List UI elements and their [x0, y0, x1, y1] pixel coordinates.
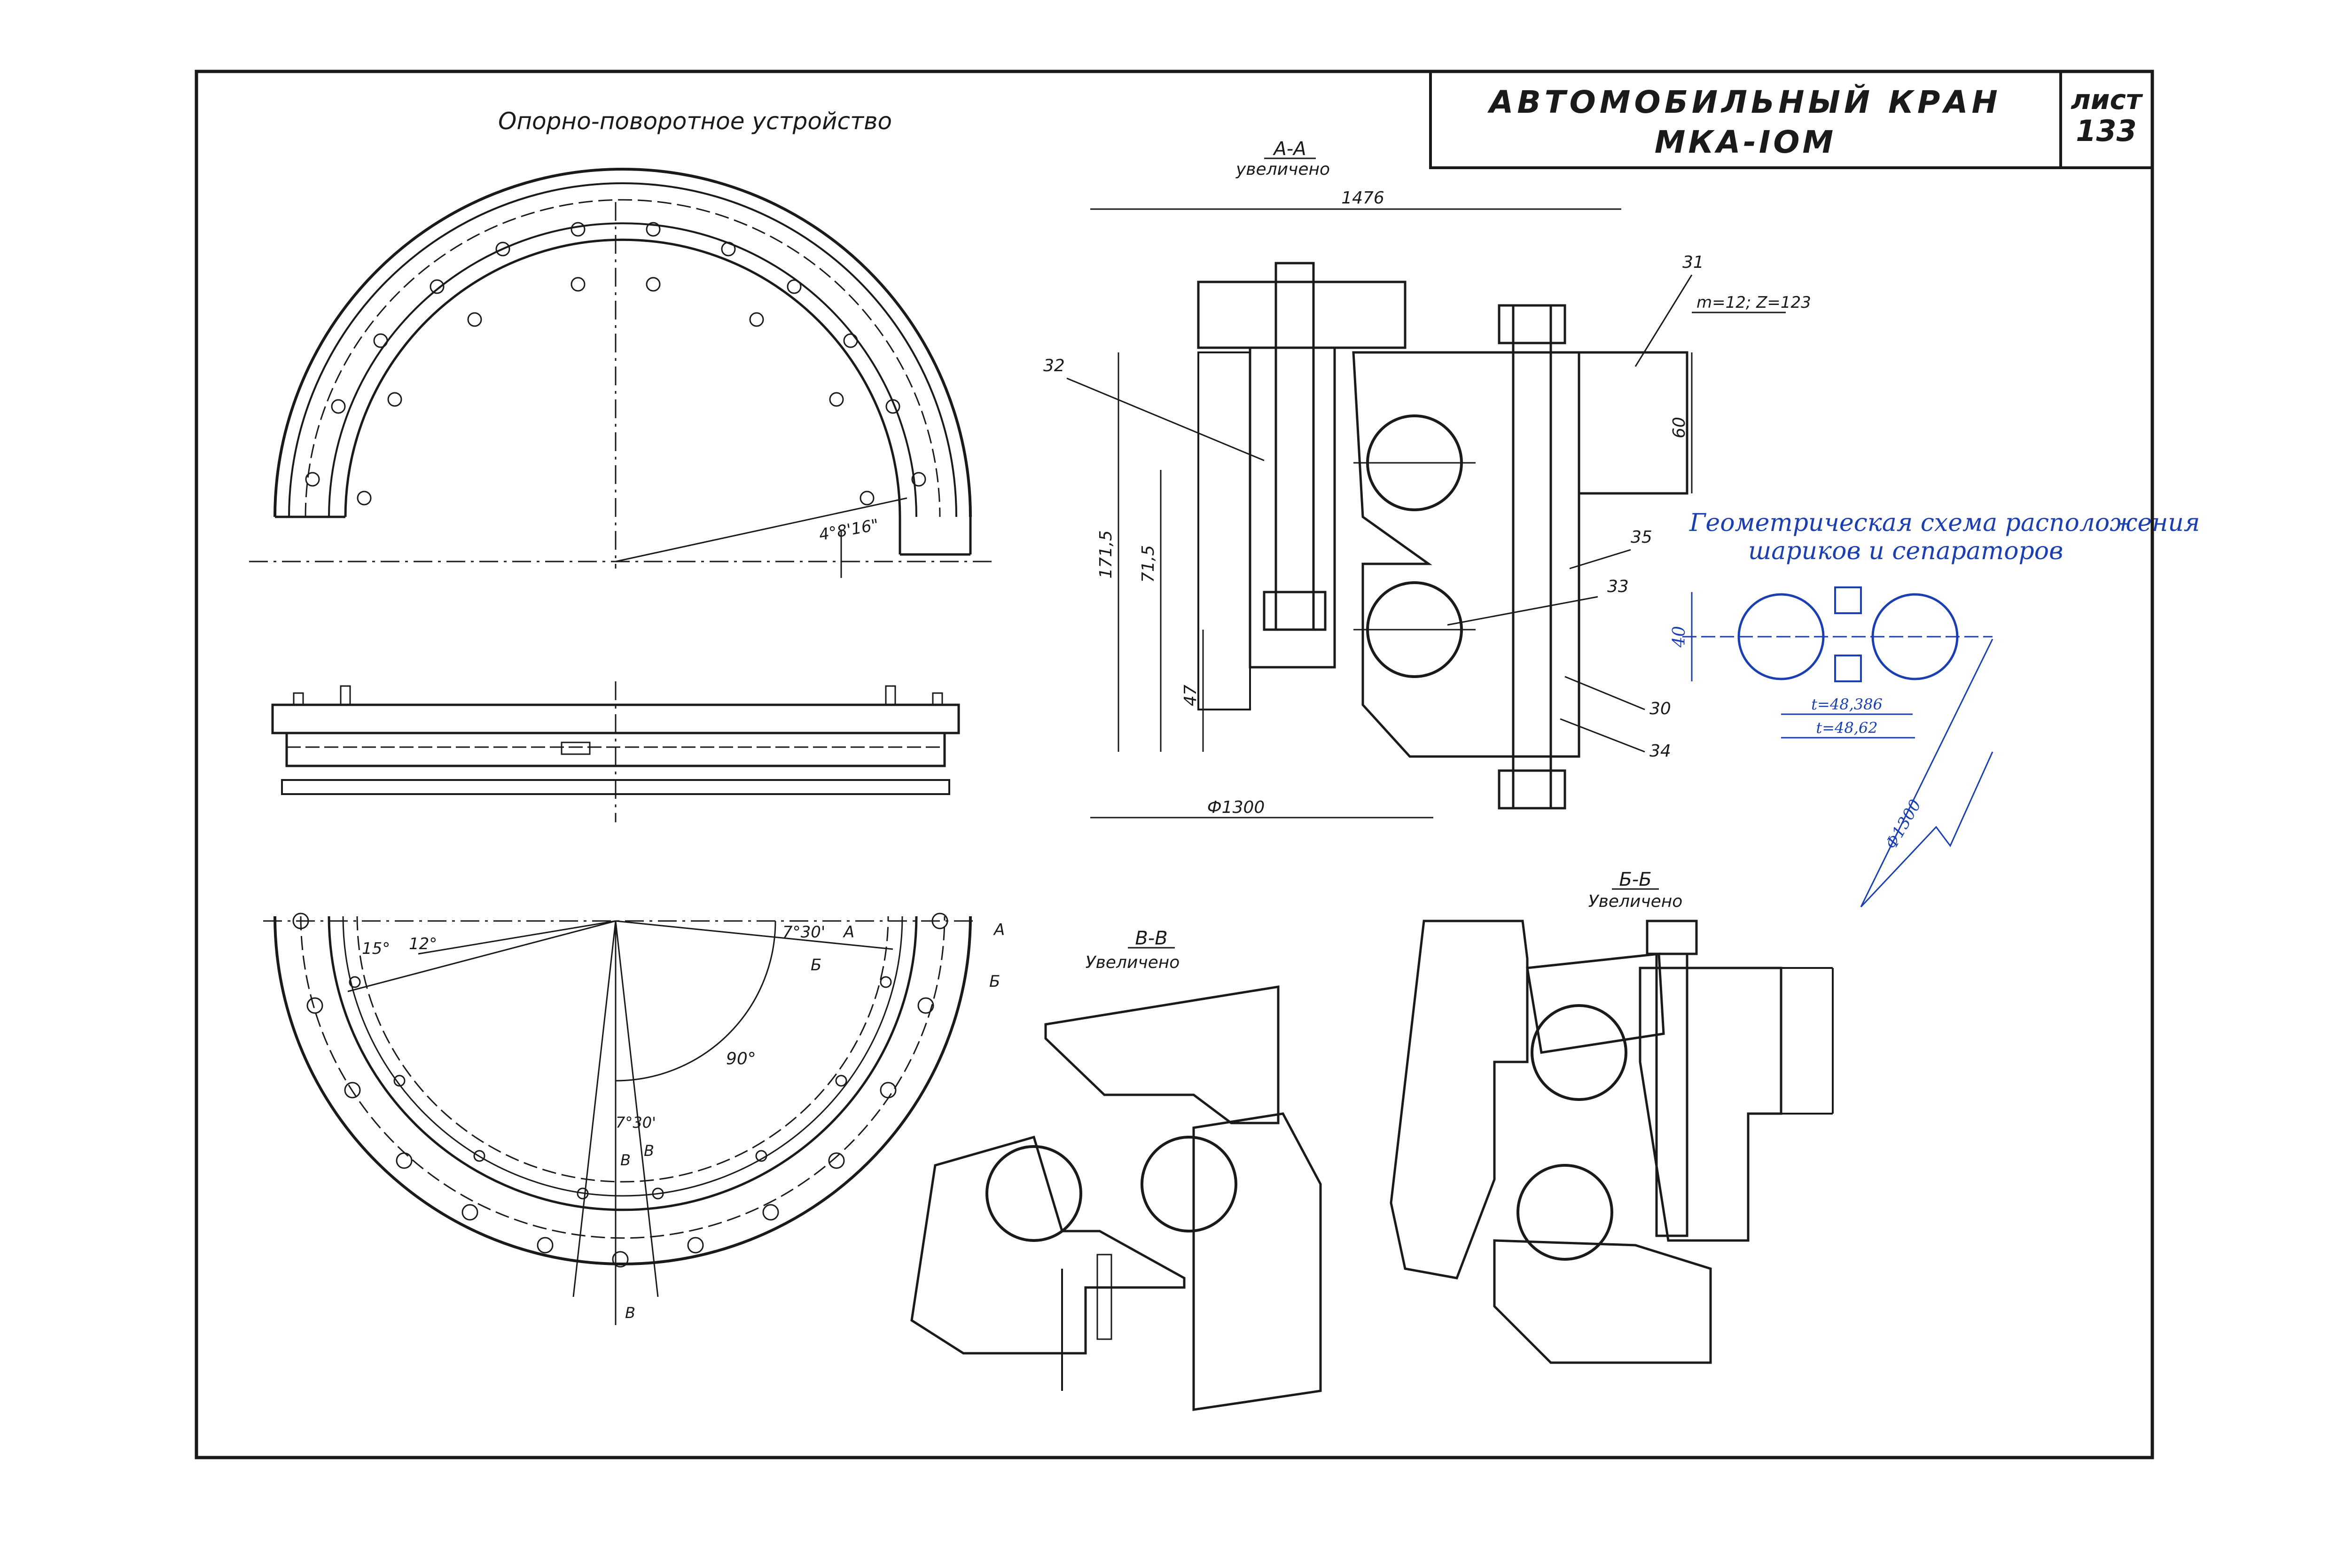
ball-bb-lower	[1516, 1164, 1613, 1261]
geometry-t2: t=48,62	[1816, 719, 1877, 737]
bottom-view-ring: 15° 12° 7°30' 90° 7°30' А Б Б А В В В	[263, 913, 1005, 1325]
callout-31: 31	[1682, 253, 1704, 272]
geometry-scheme: Геометрическая схема расположения шарико…	[1670, 509, 2200, 908]
geometry-title-1: Геометрическая схема расположения	[1689, 509, 2200, 537]
callout-30: 30	[1649, 699, 1671, 718]
section-bb-note: Увеличено	[1588, 892, 1683, 911]
section-bb: Б-Б Увеличено	[1390, 869, 1834, 1364]
side-view-ring	[271, 681, 960, 822]
top-view-ring: 4°8'16"	[249, 168, 996, 578]
angle-12: 12°	[409, 935, 437, 953]
title-line-1: АВТОМОБИЛЬНЫЙ КРАН	[1487, 84, 2001, 120]
section-aa: А-А увеличено 1476 171,5 71,5 47 6	[1043, 138, 1811, 819]
sheet-number: 133	[2076, 114, 2136, 148]
gear-params: m=12; Z=123	[1696, 293, 1811, 312]
cut-mark-b-1: Б	[811, 956, 821, 975]
title-line-2: МКА-IОМ	[1655, 124, 1836, 160]
sheet-word: лист	[2071, 84, 2143, 116]
section-bb-name: Б-Б	[1619, 869, 1651, 890]
angle-15: 15°	[362, 939, 390, 958]
cut-mark-b-2: Б	[989, 972, 1000, 991]
section-vv-note: Увеличено	[1086, 953, 1180, 972]
section-aa-name: А-А	[1272, 138, 1306, 160]
dim-h-low: 47	[1181, 685, 1200, 706]
cut-mark-v-1: В	[620, 1151, 631, 1169]
top-view-angle: 4°8'16"	[818, 515, 881, 545]
geometry-title-2: шариков и сепараторов	[1748, 537, 2063, 565]
cut-mark-a-2: А	[993, 921, 1005, 939]
cut-mark-v-2: В	[644, 1142, 654, 1160]
angle-7-30-bottom: 7°30'	[616, 1114, 656, 1131]
callout-34: 34	[1649, 741, 1671, 761]
geometry-diameter: Ф1300	[1882, 796, 1925, 852]
angle-90: 90°	[726, 1049, 756, 1069]
section-aa-note: увеличено	[1235, 160, 1330, 179]
dim-h-top: 60	[1670, 417, 1689, 438]
cut-mark-v-3: В	[625, 1304, 635, 1322]
geometry-t1: t=48,386	[1811, 695, 1883, 713]
callout-35: 35	[1631, 528, 1652, 547]
dim-h-total: 171,5	[1096, 530, 1116, 578]
drawing-caption: Опорно-поворотное устройство	[498, 108, 892, 135]
ball-vv-left	[985, 1145, 1082, 1242]
callout-33: 33	[1607, 577, 1629, 596]
dim-width-top: 1476	[1341, 188, 1384, 208]
section-vv: В-В Увеличено	[910, 928, 1322, 1411]
sheet-frame	[195, 70, 2154, 1459]
angle-7-30-right: 7°30'	[782, 923, 825, 942]
geometry-dim-40: 40	[1670, 626, 1689, 648]
cut-mark-a-1: А	[843, 923, 854, 942]
section-vv-name: В-В	[1135, 928, 1167, 949]
dim-h-mid: 71,5	[1139, 545, 1158, 583]
callout-32: 32	[1043, 356, 1065, 375]
ball-vv-right	[1141, 1136, 1237, 1233]
ball-bb-upper	[1531, 1004, 1627, 1101]
dim-diameter: Ф1300	[1207, 798, 1265, 817]
title-block: АВТОМОБИЛЬНЫЙ КРАН МКА-IОМ лист 133	[1429, 70, 2154, 169]
